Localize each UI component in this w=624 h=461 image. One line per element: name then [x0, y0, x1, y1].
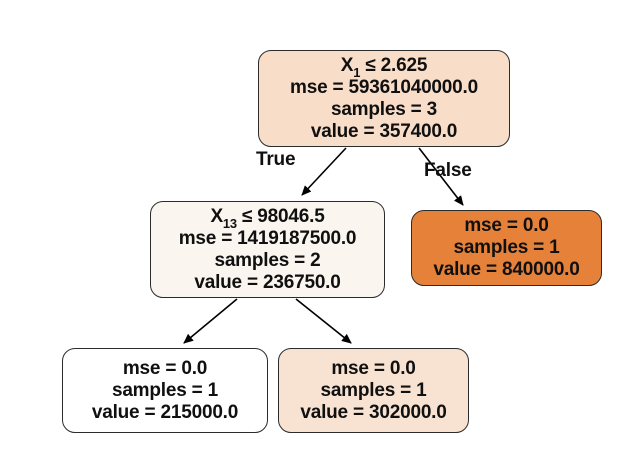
leaf-node-840000: mse = 0.0 samples = 1 value = 840000.0	[411, 210, 602, 286]
node-value: value = 215000.0	[91, 401, 239, 423]
node-value: value = 302000.0	[300, 401, 447, 423]
leaf-node-215000: mse = 0.0 samples = 1 value = 215000.0	[62, 348, 268, 433]
node-samples: samples = 1	[320, 379, 427, 401]
edge-right-leaf-arrow	[295, 298, 352, 344]
node-mse: mse = 0.0	[331, 357, 416, 379]
node-value: value = 840000.0	[433, 259, 580, 280]
edge-true-arrow	[301, 147, 347, 196]
node-condition: X13 ≤ 98046.5	[210, 205, 325, 231]
edge-false-arrow	[418, 147, 464, 206]
node-mse: mse = 0.0	[464, 215, 549, 236]
node-value: value = 357400.0	[310, 120, 458, 142]
node-mse: mse = 0.0	[122, 357, 208, 379]
node-samples: samples = 3	[330, 98, 438, 120]
node-samples: samples = 1	[453, 237, 560, 258]
node-value: value = 236750.0	[194, 271, 341, 293]
leaf-node-302000: mse = 0.0 samples = 1 value = 302000.0	[278, 348, 469, 433]
internal-node-x13: X13 ≤ 98046.5 mse = 1419187500.0 samples…	[150, 201, 385, 298]
node-mse: mse = 59361040000.0	[290, 76, 478, 98]
root-node: X1 ≤ 2.625 mse = 59361040000.0 samples =…	[258, 50, 510, 147]
edge-left-leaf-arrow	[183, 298, 238, 344]
node-condition: X1 ≤ 2.625	[340, 54, 428, 80]
node-samples: samples = 2	[214, 249, 321, 271]
node-mse: mse = 1419187500.0	[178, 227, 357, 249]
edge-label-false: False	[424, 160, 472, 181]
node-samples: samples = 1	[111, 379, 219, 401]
edge-label-true: True	[256, 149, 296, 170]
